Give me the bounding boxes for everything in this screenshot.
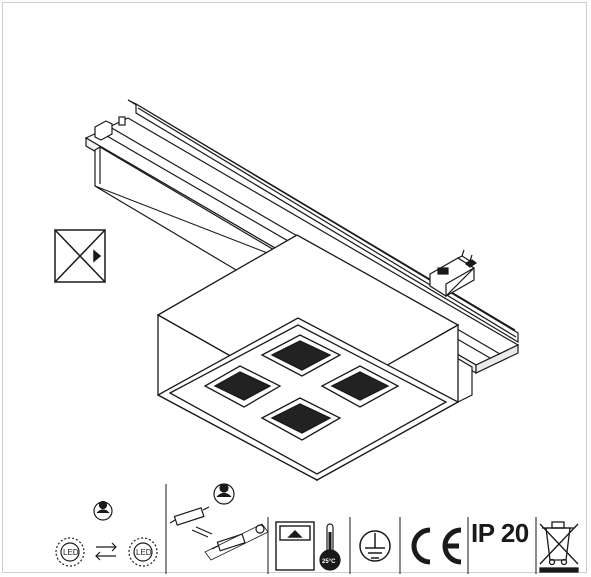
driver-replaceable-icon	[169, 483, 269, 561]
ce-mark-icon	[411, 527, 462, 565]
led-label-left: LED	[63, 548, 79, 557]
led-label-right: LED	[136, 548, 152, 557]
recess-mounting-icon	[275, 521, 315, 571]
led-replaceable-icon	[55, 500, 158, 567]
wire	[94, 185, 271, 255]
temperature-label: 25°C	[322, 559, 336, 565]
lens-cells	[203, 334, 400, 441]
weee-bin-icon	[539, 521, 579, 573]
ip-rating-label: IP 20	[471, 518, 529, 548]
icon-strip	[165, 484, 537, 574]
earth-ground-icon	[359, 530, 391, 562]
temperature-icon	[319, 523, 341, 571]
adjustable-angle-icon	[54, 229, 106, 283]
luminaire-body	[156, 234, 460, 482]
